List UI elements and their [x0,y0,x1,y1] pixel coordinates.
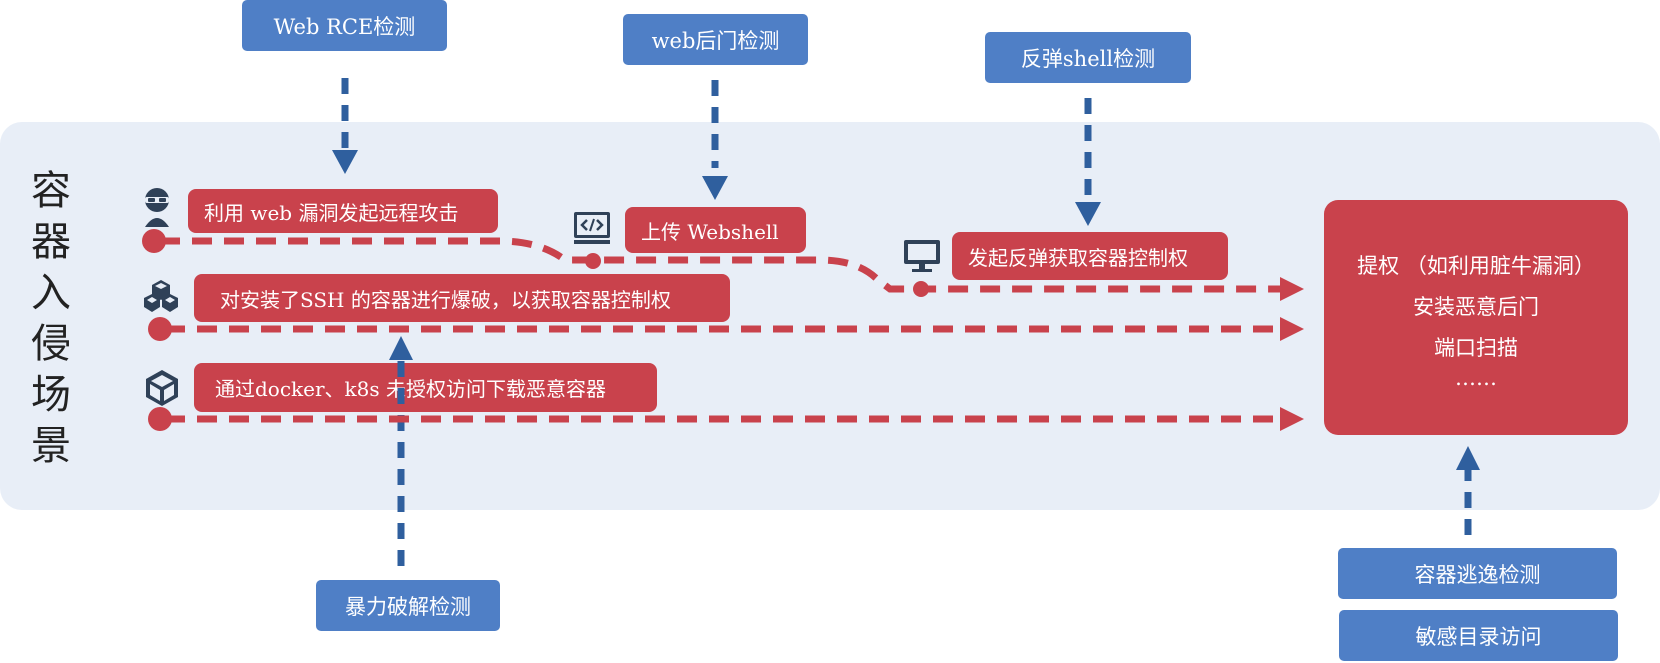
monitor-icon [904,240,940,272]
cubes-icon [144,280,178,312]
web-attack-path [160,237,1280,293]
webshell-step-dot [585,253,601,269]
scene-title-char: 容 [31,168,71,214]
scene-title-char: 场 [31,372,71,418]
post-exploit-actions-box: 提权 （如利用脏牛漏洞） 安装恶意后门 端口扫描 …… [1324,200,1628,435]
scene-title: 容器入侵场景 [26,166,76,472]
reverse-shell-arrowhead [1075,202,1101,226]
hacker-icon [145,188,169,227]
attack-ssh-brute-label: 对安装了SSH 的容器进行爆破，以获取容器控制权 [194,274,730,322]
target-line-backdoor: 安装恶意后门 [1413,295,1539,319]
web-backdoor-detection: web后门检测 [623,14,808,65]
reverse-shell-step-dot [913,281,929,297]
attack-upload-webshell-label: 上传 Webshell [625,207,806,253]
reverse-shell-detection: 反弹shell检测 [985,32,1191,83]
web-attack-arrowhead [1280,277,1304,301]
brute-force-arrowhead [389,336,413,360]
ssh-attack-arrowhead [1280,317,1304,341]
box-icon [146,370,178,406]
target-line-privilege: 提权 （如利用脏牛漏洞） [1357,254,1595,278]
attack-unauth-docker-label: 通过docker、k8s 未授权访问下载恶意容器 [194,363,657,412]
web-rce-detection: Web RCE检测 [242,0,447,51]
web-rce-arrowhead [332,150,358,174]
attack-reverse-shell-label: 发起反弹获取容器控制权 [952,232,1228,280]
target-line-portscan: 端口扫描 [1434,336,1518,360]
docker-attack-origin-dot [148,407,172,431]
ssh-attack-origin-dot [148,317,172,341]
docker-attack-arrowhead [1280,407,1304,431]
escape-arrowhead [1456,446,1480,470]
target-line-more: …… [1455,366,1497,390]
brute-force-detection: 暴力破解检测 [316,580,500,631]
scene-title-char: 侵 [31,321,71,367]
code-icon [574,212,610,244]
container-escape-detection: 容器逃逸检测 [1338,548,1617,599]
scene-title-char: 器 [31,219,71,265]
scene-title-char: 入 [31,270,71,316]
sensitive-dir-detection: 敏感目录访问 [1339,610,1618,661]
attack-web-exploit-label: 利用 web 漏洞发起远程攻击 [188,189,498,233]
web-attack-origin-dot [142,229,166,253]
scene-title-char: 景 [31,423,71,469]
web-backdoor-arrowhead [702,176,728,200]
